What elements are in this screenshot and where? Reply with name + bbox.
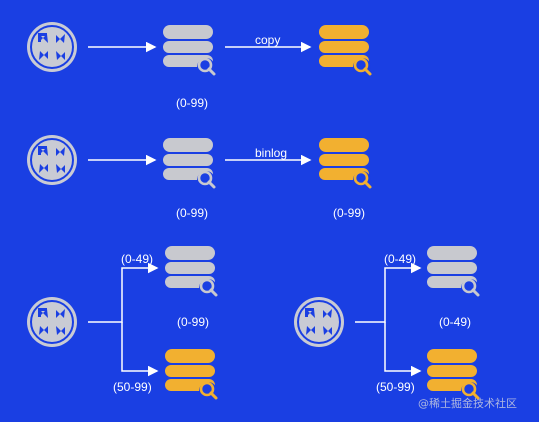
database-search-icon-row2-source bbox=[161, 136, 217, 191]
database-search-icon-row3-right-lower bbox=[425, 347, 481, 402]
edge-label-binlog: binlog bbox=[255, 146, 288, 160]
arrow-row3-right-lower bbox=[384, 322, 422, 377]
database-search-icon-row3-right-upper bbox=[425, 244, 481, 299]
range-label-row3-left-lower-edge: (50-99) bbox=[113, 380, 152, 394]
database-search-icon-row1-target bbox=[317, 23, 373, 78]
router-icon-row3-right bbox=[293, 296, 345, 348]
range-label-row2-target: (0-99) bbox=[333, 206, 366, 220]
database-search-icon-row1-source bbox=[161, 23, 217, 78]
watermark: @稀土掘金技术社区 bbox=[418, 397, 517, 410]
database-search-icon-row3-left-upper bbox=[163, 244, 219, 299]
arrow-row3-right-upper bbox=[355, 262, 422, 323]
range-label-row3-left-upper-db: (0-99) bbox=[177, 315, 210, 329]
range-label-row1-source: (0-99) bbox=[176, 96, 209, 110]
database-search-icon-row3-left-lower bbox=[163, 347, 219, 402]
router-icon-row2 bbox=[26, 134, 78, 186]
range-label-row3-left-upper-edge: (0-49) bbox=[121, 252, 154, 266]
router-icon-row3-left bbox=[26, 296, 78, 348]
range-label-row3-right-lower-edge: (50-99) bbox=[376, 380, 415, 394]
range-label-row2-source: (0-99) bbox=[176, 206, 209, 220]
arrow-row3-left-lower bbox=[121, 322, 159, 377]
edge-label-copy: copy bbox=[255, 33, 281, 47]
arrow-row3-left-upper bbox=[88, 262, 159, 323]
database-search-icon-row2-target bbox=[317, 136, 373, 191]
range-label-row3-right-upper-db: (0-49) bbox=[439, 315, 472, 329]
router-icon-row1 bbox=[26, 21, 78, 73]
range-label-row3-right-upper-edge: (0-49) bbox=[384, 252, 417, 266]
